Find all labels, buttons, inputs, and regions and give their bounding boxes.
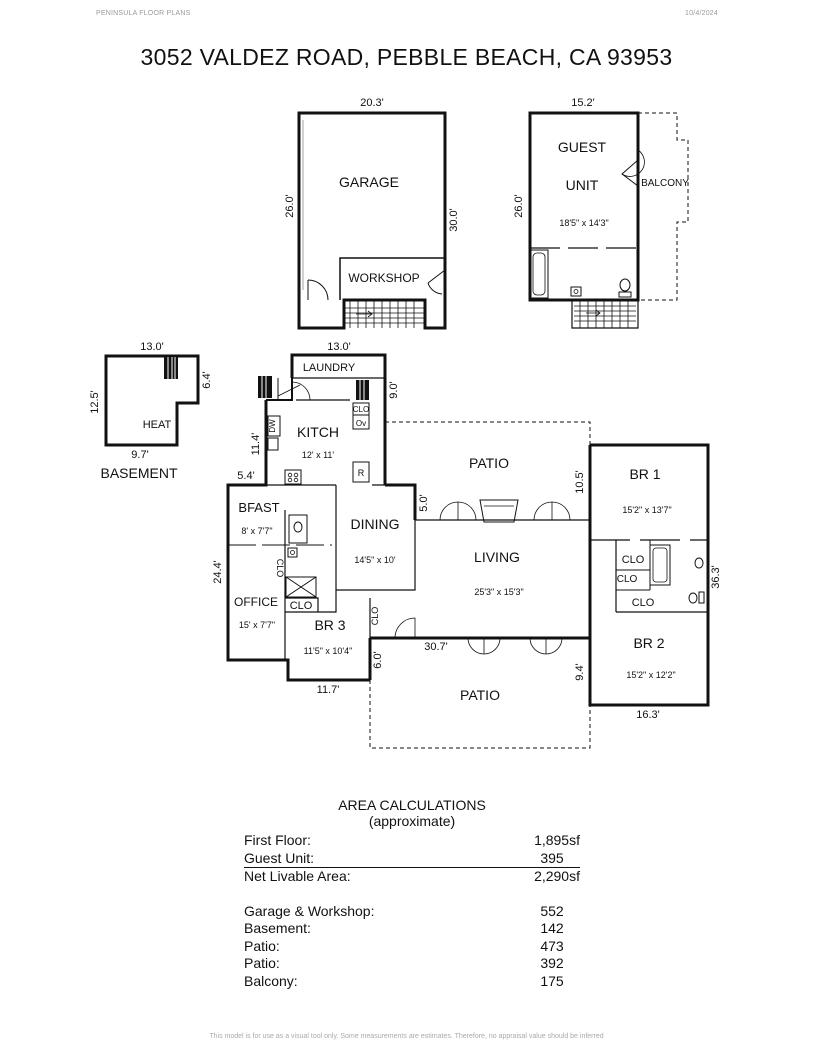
office-height-dim: 24.4' (212, 560, 224, 584)
area-calculations: AREA CALCULATIONS (approximate) First Fl… (244, 797, 580, 990)
company-name: PENINSULA FLOOR PLANS (96, 10, 191, 17)
dining-label: DINING (351, 516, 400, 532)
area-row: Guest Unit:395 (244, 850, 580, 868)
garage-depth-left-dim: 26.0' (284, 194, 296, 218)
area-row: Patio:473 (244, 937, 564, 954)
br3-right-dim: 6.0' (372, 651, 384, 668)
basement-left-dim: 12.5' (89, 390, 101, 414)
area-heading: AREA CALCULATIONS (338, 797, 486, 813)
fixtures (258, 376, 705, 655)
basement-label: BASEMENT (100, 465, 177, 481)
bedroom-wing-right-dim: 36.3' (710, 565, 722, 589)
patio-top-label: PATIO (469, 455, 509, 471)
guest-size: 18'5" x 14'3" (559, 218, 608, 228)
bfast-size: 8' x 7'7" (241, 526, 272, 536)
living-size: 25'3" x 15'3" (474, 587, 523, 597)
kitchen-clo-label: CLO (353, 405, 369, 414)
kitchen-r-label: R (358, 468, 365, 478)
br1-size: 15'2" x 13'7" (622, 505, 671, 515)
guest-label-1: GUEST (558, 139, 607, 155)
area-row: Patio:392 (244, 955, 564, 971)
patio-top-left-dim: 5.0' (418, 494, 430, 511)
living-label: LIVING (474, 549, 520, 565)
patio-bottom-label: PATIO (460, 687, 500, 703)
br2-size: 15'2" x 12'2" (626, 670, 675, 680)
br1-label: BR 1 (629, 466, 660, 482)
page-title: 3052 VALDEZ ROAD, PEBBLE BEACH, CA 93953 (140, 44, 673, 70)
br3-clo-label: CLO (370, 607, 380, 626)
patio-top-right-dim: 10.5' (574, 470, 586, 494)
garage-depth-right-dim: 30.0' (448, 208, 460, 232)
guest-width-dim: 15.2' (571, 97, 595, 109)
bath-clo-3: CLO (632, 597, 655, 609)
kitchen-ov-label: Ov (356, 419, 366, 428)
area-row: First Floor:1,895sf (244, 832, 580, 848)
disclaimer: This model is for use as a visual tool o… (209, 1033, 604, 1040)
garage-structure (297, 111, 447, 330)
area-row: Net Livable Area:2,290sf (244, 868, 580, 884)
br2-label: BR 2 (633, 635, 664, 651)
office-clo-label: CLO (290, 600, 313, 612)
garage-label: GARAGE (339, 174, 399, 190)
br2-bottom-dim: 16.3' (636, 709, 660, 721)
basement-structure (104, 354, 200, 447)
laundry-top-dim: 13.0' (327, 341, 351, 353)
basement-right-dim: 6.4' (201, 371, 213, 388)
office-size: 15' x 7'7" (239, 620, 275, 630)
garage-width-dim: 20.3' (360, 97, 384, 109)
kitchen-dw-label: DW (268, 419, 277, 433)
office-label: OFFICE (234, 595, 278, 609)
kitchen-bottom-left-dim: 5.4' (237, 470, 254, 482)
balcony-label: BALCONY (641, 178, 689, 189)
dining-size: 14'5" x 10' (354, 555, 395, 565)
basement-bottom-dim: 9.7' (131, 449, 148, 461)
workshop-label: WORKSHOP (348, 271, 419, 285)
area-row: Garage & Workshop:552 (244, 902, 564, 919)
kitchen-size: 12' x 11' (302, 450, 335, 460)
kitchen-left-dim: 11.4' (250, 433, 262, 456)
area-row: Balcony:175 (244, 972, 564, 989)
br2-left-dim: 9.4' (574, 663, 586, 680)
br3-bottom-dim: 11.7' (317, 684, 340, 696)
guest-unit-structure (528, 111, 689, 329)
bath-clo-2: CLO (617, 574, 638, 585)
date-label: 10/4/2024 (685, 10, 718, 17)
guest-depth-dim: 26.0' (513, 194, 525, 218)
office-clo-vertical: CLO (275, 559, 285, 578)
guest-label-2: UNIT (566, 177, 599, 193)
laundry-right-dim: 9.0' (388, 381, 400, 398)
basement-top-dim: 13.0' (140, 341, 164, 353)
heat-label: HEAT (143, 419, 172, 431)
br3-label: BR 3 (314, 617, 345, 633)
bath-clo-1: CLO (622, 554, 645, 566)
area-subheading: (approximate) (368, 813, 456, 829)
main-house-walls (226, 353, 710, 749)
laundry-label: LAUNDRY (303, 362, 356, 374)
br3-size: 11'5" x 10'4" (304, 646, 353, 656)
living-bottom-dim: 30.7' (424, 641, 448, 653)
bfast-label: BFAST (238, 500, 279, 515)
kitchen-label: KITCH (297, 424, 339, 440)
area-row: Basement:142 (244, 920, 564, 936)
